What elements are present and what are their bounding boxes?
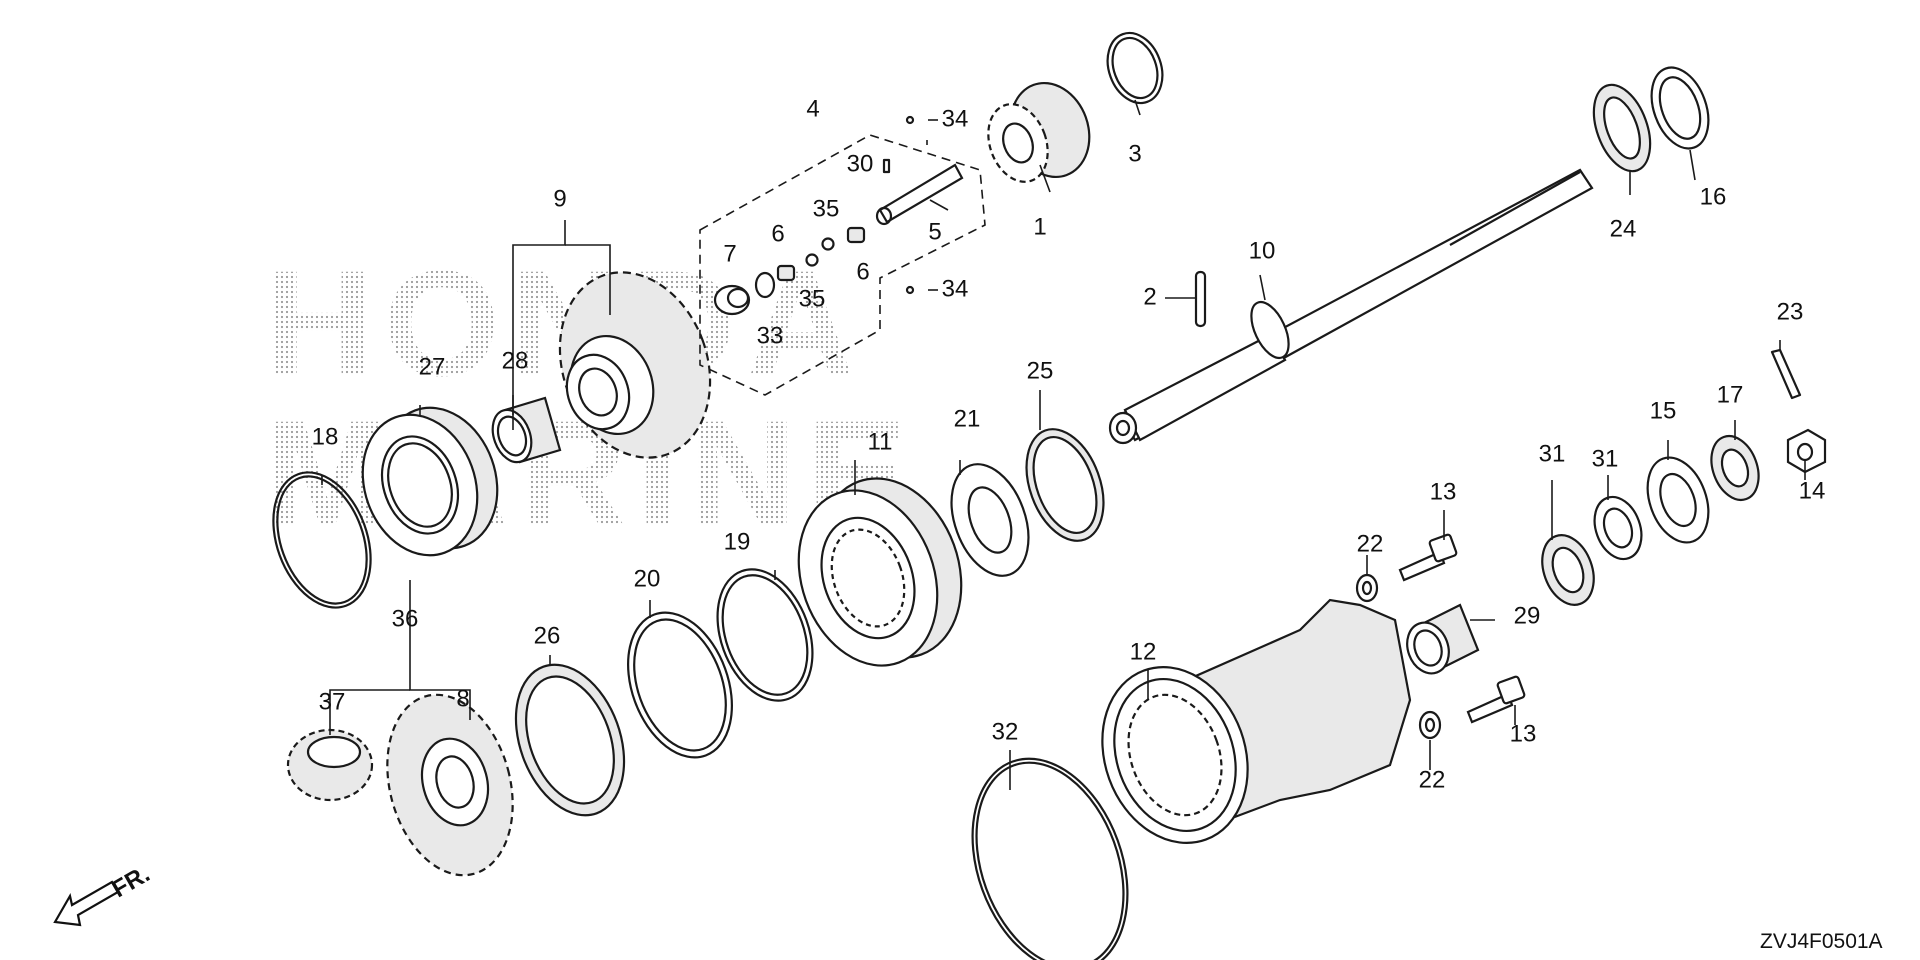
callout-18: 18 — [312, 423, 339, 450]
callout-36: 36 — [392, 605, 419, 632]
part-34-a[interactable] — [905, 115, 915, 125]
callout-13a: 13 — [1430, 478, 1457, 505]
callout-28: 28 — [502, 347, 529, 374]
callout-9: 9 — [553, 185, 566, 212]
callout-13b: 13 — [1510, 720, 1537, 747]
part-14-nut[interactable] — [1786, 428, 1827, 474]
part-25-thrust-bearing[interactable] — [1012, 419, 1117, 552]
part-34-b[interactable] — [905, 285, 915, 295]
drawing-code: ZVJ4F0501A — [1760, 930, 1883, 953]
part-4-shift-assembly[interactable] — [699, 134, 986, 396]
part-29-needle-bearing[interactable] — [1400, 603, 1480, 679]
leader-lines — [321, 99, 1806, 790]
callout-23: 23 — [1777, 298, 1804, 325]
part-16-washer[interactable] — [1641, 60, 1719, 157]
callout-6a: 6 — [771, 220, 784, 247]
part-15-washer[interactable] — [1637, 449, 1720, 551]
part-13-bolt-a[interactable] — [1398, 533, 1458, 582]
part-12-bearing-housing[interactable] — [1078, 598, 1412, 864]
callout-29: 29 — [1514, 602, 1541, 629]
callout-34b: 34 — [942, 275, 969, 302]
callout-7: 7 — [723, 240, 736, 267]
part-21-washer[interactable] — [937, 454, 1042, 587]
part-13-bolt-b[interactable] — [1466, 675, 1526, 724]
part-17-spacer[interactable] — [1703, 429, 1767, 506]
part-3-ring[interactable] — [1098, 25, 1171, 110]
arrow-front-icon — [53, 880, 120, 927]
part-5-shift-shaft[interactable] — [875, 163, 964, 226]
part-9-gear[interactable] — [535, 251, 735, 479]
watermark-line1: HONDA — [265, 239, 865, 407]
part-6-spring-a[interactable] — [776, 264, 796, 282]
callout-25: 25 — [1027, 357, 1054, 384]
part-7-plunger[interactable] — [713, 284, 751, 316]
part-26-thrust-bearing[interactable] — [496, 650, 643, 831]
callout-26: 26 — [534, 622, 561, 649]
callout-32: 32 — [992, 718, 1019, 745]
part-22-washer-a[interactable] — [1355, 573, 1379, 603]
part-20-washer[interactable] — [609, 598, 751, 772]
callout-27: 27 — [419, 353, 446, 380]
callout-10: 10 — [1249, 237, 1276, 264]
callout-37: 37 — [319, 688, 346, 715]
part-6-spring-b[interactable] — [846, 226, 866, 244]
callout-22a: 22 — [1357, 530, 1384, 557]
callout-34a: 34 — [942, 105, 969, 132]
callout-3: 3 — [1128, 140, 1141, 167]
callout-12: 12 — [1130, 638, 1157, 665]
callout-1: 1 — [1033, 213, 1046, 240]
part-8-bevel-gear[interactable] — [368, 681, 532, 890]
callout-2: 2 — [1143, 283, 1156, 310]
part-22-washer-b[interactable] — [1418, 710, 1442, 740]
callout-6b: 6 — [856, 258, 869, 285]
callout-31b: 31 — [1592, 445, 1619, 472]
part-18-o-ring[interactable] — [256, 459, 388, 621]
part-30-pin[interactable] — [882, 158, 891, 174]
callout-16: 16 — [1700, 183, 1727, 210]
callout-21: 21 — [954, 405, 981, 432]
part-2-pin[interactable] — [1194, 270, 1207, 328]
callout-24: 24 — [1610, 215, 1637, 242]
callout-4: 4 — [806, 95, 819, 122]
part-37-pinion[interactable] — [286, 728, 374, 802]
part-35-ball-a[interactable] — [805, 253, 819, 267]
callout-5: 5 — [928, 218, 941, 245]
callout-15: 15 — [1650, 397, 1677, 424]
part-35-ball-b[interactable] — [821, 237, 835, 251]
front-indicator: FR. — [53, 860, 155, 927]
part-31-spacer-b[interactable] — [1533, 528, 1603, 612]
callout-35a: 35 — [813, 195, 840, 222]
part-31-spacer-a[interactable] — [1586, 490, 1649, 565]
part-27-bearing[interactable] — [344, 392, 517, 572]
callout-33: 33 — [757, 322, 784, 349]
callout-20: 20 — [634, 565, 661, 592]
part-32-o-ring[interactable] — [945, 737, 1156, 960]
callout-11: 11 — [868, 428, 893, 455]
callout-22b: 22 — [1419, 766, 1446, 793]
part-10-propeller-shaft[interactable] — [1108, 168, 1594, 445]
callout-30: 30 — [847, 150, 874, 177]
callout-labels: 1 2 3 4 5 6 6 7 8 9 10 11 12 13 13 14 15… — [312, 95, 1826, 793]
part-19-ring[interactable] — [700, 556, 829, 714]
part-24-seal[interactable] — [1583, 77, 1661, 179]
part-33-ring[interactable] — [754, 271, 776, 299]
front-label: FR. — [108, 860, 155, 903]
part-1-clutch[interactable] — [978, 72, 1102, 190]
part-11-bearing-holder[interactable] — [775, 458, 985, 685]
callout-8: 8 — [456, 685, 469, 712]
callout-17: 17 — [1717, 381, 1744, 408]
callout-14: 14 — [1799, 477, 1826, 504]
part-28-needle-bearing[interactable] — [486, 396, 562, 468]
callout-31a: 31 — [1539, 440, 1566, 467]
part-23-cotter-pin[interactable] — [1770, 348, 1802, 400]
callout-35b: 35 — [799, 285, 826, 312]
callout-19: 19 — [724, 528, 751, 555]
